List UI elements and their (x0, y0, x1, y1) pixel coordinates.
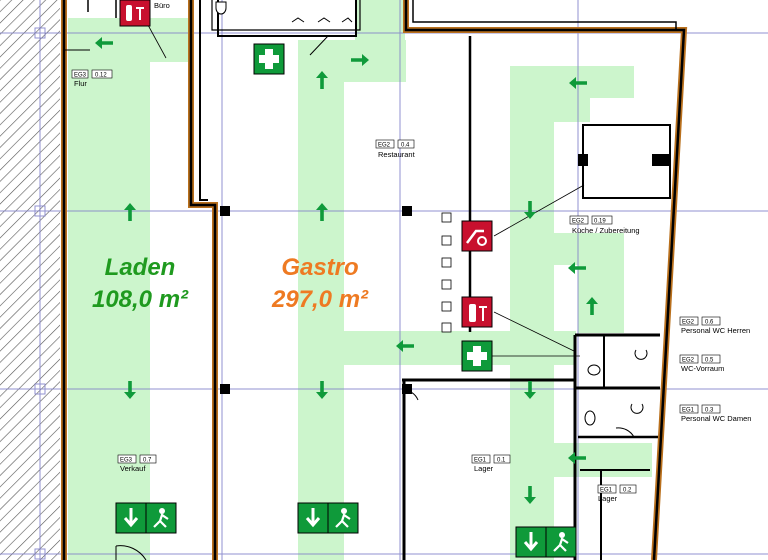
room-name-verkauf: Verkauf (120, 464, 146, 473)
room-num-flur: 0.12 (95, 73, 107, 79)
room-name-lager-small: Lager (598, 494, 618, 503)
fire-extinguisher-icon (119, 0, 151, 27)
room-name-flur: Flur (74, 79, 87, 88)
emergency-exit-icon (297, 502, 359, 534)
zone-area-laden: 108,0 m² (92, 286, 189, 313)
interior-walls (87, 0, 671, 560)
room-label-lager-main: EG1 0.1 Lager (471, 454, 511, 473)
doors (64, 35, 635, 560)
room-name-wc-damen: Personal WC Damen (681, 414, 751, 423)
room-id-lager-small: EG1 (600, 488, 613, 494)
room-id-flur: EG3 (74, 73, 87, 79)
room-name-restaurant: Restaurant (378, 150, 416, 159)
room-id-verkauf: EG3 (120, 458, 133, 464)
room-num-verkauf: 0.7 (143, 458, 152, 464)
room-label-wc-damen: EG1 0.3 Personal WC Damen (679, 404, 751, 423)
room-label-wc-herren: EG2 0.6 Personal WC Herren (679, 316, 750, 335)
room-id-restaurant: EG2 (378, 143, 391, 149)
room-label-flur: EG3 0.12 Flur (71, 69, 113, 88)
zone-labels: Laden 108,0 m² Gastro 297,0 m² (92, 254, 369, 313)
room-label-kueche: EG2 0.19 Küche / Zubereitung (569, 215, 640, 235)
emergency-exit-icon (515, 526, 577, 558)
emergency-exit-icon (115, 502, 177, 534)
room-id-lager-main: EG1 (474, 458, 487, 464)
room-num-lager-small: 0.2 (623, 488, 632, 494)
room-name-kueche: Küche / Zubereitung (572, 226, 640, 235)
room-num-lager-main: 0.1 (497, 458, 506, 464)
seating-markers (441, 212, 452, 333)
room-num-wc-damen: 0.3 (705, 408, 714, 414)
room-num-kueche: 0.19 (594, 219, 606, 225)
room-id-wc-vorraum: EG2 (682, 358, 695, 364)
room-name-wc-vorraum: WC-Vorraum (681, 364, 724, 373)
room-id-wc-damen: EG1 (682, 408, 695, 414)
room-label-restaurant: EG2 0.4 Restaurant (375, 139, 416, 159)
escape-routes (68, 0, 652, 560)
fire-extinguisher-icon (461, 296, 493, 328)
first-aid-icon (253, 43, 285, 75)
exterior-hatched-area (0, 0, 60, 560)
leader-lines (141, 13, 585, 357)
room-label-lager-small: EG1 0.2 Lager (597, 484, 637, 503)
outer-walls (61, 0, 688, 560)
escape-route-gastro (298, 48, 344, 560)
escape-route-laden (68, 18, 150, 560)
zone-area-gastro: 297,0 m² (271, 286, 369, 313)
escape-route-kitchen-band1 (510, 98, 590, 122)
escape-route-kitchen-right (578, 233, 624, 333)
zone-name-gastro: Gastro (281, 254, 358, 281)
sanitary-fixtures (215, 1, 648, 426)
room-label-verkauf: EG3 0.7 Verkauf (117, 454, 157, 473)
escape-route-upper-right (355, 0, 405, 82)
room-num-wc-herren: 0.6 (705, 320, 714, 326)
room-num-restaurant: 0.4 (401, 143, 410, 149)
escape-route-lower-right (540, 443, 652, 477)
zone-name-laden: Laden (105, 254, 176, 281)
room-id-wc-herren: EG2 (682, 320, 695, 326)
room-name-buero: Büro (154, 1, 170, 10)
room-label-wc-vorraum: EG2 0.5 WC-Vorraum (679, 354, 724, 373)
first-aid-icon (461, 340, 493, 372)
escape-route-kitchen-left (510, 66, 554, 560)
room-name-wc-herren: Personal WC Herren (681, 326, 750, 335)
fire-hose-icon (461, 220, 493, 252)
room-num-wc-vorraum: 0.5 (705, 358, 714, 364)
room-labels: Büro EG3 0.12 Flur EG2 0.4 Restaurant EG… (71, 1, 751, 503)
room-name-lager-main: Lager (474, 464, 494, 473)
columns (220, 154, 670, 394)
room-id-kueche: EG2 (572, 219, 585, 225)
